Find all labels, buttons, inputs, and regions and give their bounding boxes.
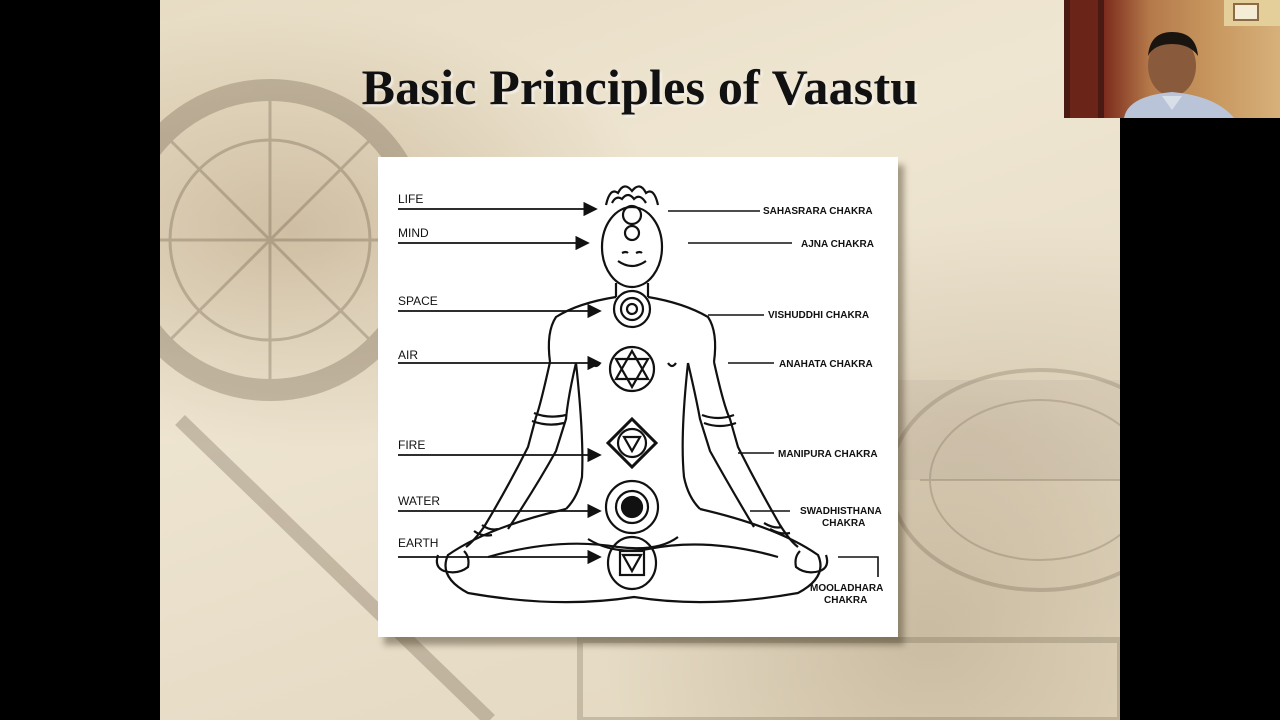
element-label-water: WATER xyxy=(398,494,440,508)
presenter-video-icon xyxy=(1064,0,1280,118)
chakra-label-mooladhara-2: CHAKRA xyxy=(824,595,867,606)
element-label-life: LIFE xyxy=(398,192,423,206)
seated-figure xyxy=(435,185,829,604)
element-label-space: SPACE xyxy=(398,294,438,308)
presentation-slide: Basic Principles of Vaastu xyxy=(160,0,1120,720)
chakra-label-vishuddhi: VISHUDDHI CHAKRA xyxy=(768,310,869,321)
element-label-mind: MIND xyxy=(398,226,429,240)
element-label-earth: EARTH xyxy=(398,536,438,550)
chakra-diagram: LIFE MIND SPACE AIR FIRE WATER EARTH SAH… xyxy=(378,157,898,637)
chakra-diagram-svg: LIFE MIND SPACE AIR FIRE WATER EARTH SAH… xyxy=(398,185,883,606)
chakra-label-anahata: ANAHATA CHAKRA xyxy=(779,359,873,370)
chakra-label-sahasrara: SAHASRARA CHAKRA xyxy=(763,206,873,217)
chakra-label-mooladhara: MOOLADHARA xyxy=(810,583,883,594)
chakra-label-swadhisthana-2: CHAKRA xyxy=(822,518,865,529)
slide-title: Basic Principles of Vaastu xyxy=(361,59,919,115)
chakra-label-swadhisthana: SWADHISTHANA xyxy=(800,506,882,517)
element-label-fire: FIRE xyxy=(398,438,425,452)
chakra-symbols xyxy=(604,289,660,591)
chakra-label-ajna: AJNA CHAKRA xyxy=(801,239,874,250)
letterbox-left xyxy=(0,0,160,720)
chakra-label-manipura: MANIPURA CHAKRA xyxy=(778,449,878,460)
chakra-leader-lines xyxy=(668,210,879,577)
letterbox-right xyxy=(1120,118,1280,720)
presenter-video-feed xyxy=(1064,0,1280,118)
element-arrows xyxy=(398,201,602,565)
element-label-air: AIR xyxy=(398,348,418,362)
